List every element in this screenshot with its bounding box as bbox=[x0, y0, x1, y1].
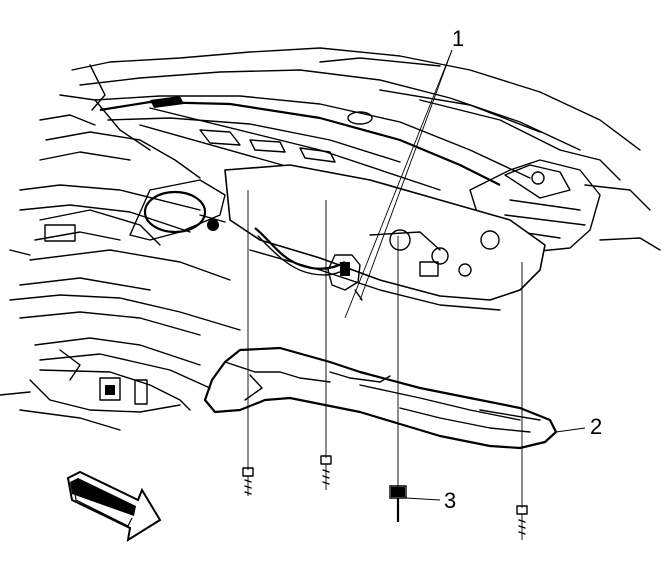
front-direction-arrow-icon bbox=[66, 470, 162, 543]
center-mounting-plate bbox=[224, 164, 546, 311]
callout-leaders bbox=[344, 49, 586, 501]
callout-3: 3 bbox=[444, 488, 456, 513]
fastener-bolt-2 bbox=[320, 200, 332, 490]
skid-shield-plate bbox=[203, 346, 558, 450]
left-mounting-bracket bbox=[9, 179, 231, 291]
upper-frame-structure bbox=[19, 47, 641, 233]
fastener-bolt-4 bbox=[516, 262, 528, 540]
fastener-bolt-1 bbox=[242, 190, 254, 496]
callout-1: 1 bbox=[452, 26, 464, 51]
lower-left-frame-rail bbox=[0, 294, 241, 431]
callout-2: 2 bbox=[590, 414, 602, 439]
right-bracket bbox=[469, 149, 661, 253]
